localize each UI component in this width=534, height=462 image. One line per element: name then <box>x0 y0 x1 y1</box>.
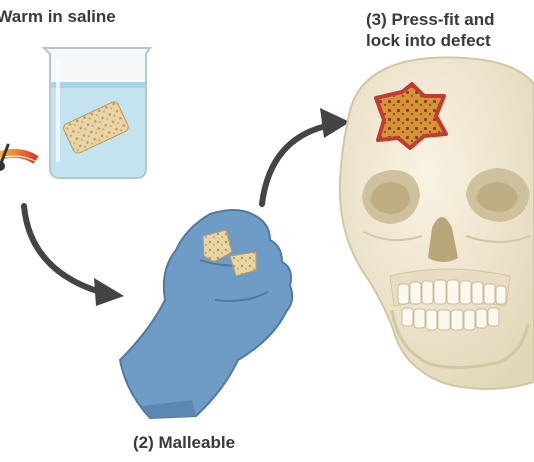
step3-label: (3) Press-fit and lock into defect <box>366 9 494 51</box>
heat-gauge-icon <box>0 143 41 171</box>
step3-label-line1: (3) Press-fit and <box>366 10 495 29</box>
step2-label: (2) Malleable <box>133 433 236 452</box>
malleable-scaffold <box>202 229 257 277</box>
step3-label-line2: lock into defect <box>366 31 491 50</box>
curved-arrow-1 <box>21 203 124 306</box>
step1-label: ) Warm in saline <box>0 7 116 26</box>
beaker-icon <box>41 47 152 179</box>
gloved-hand-icon <box>118 209 294 420</box>
curved-arrow-2 <box>259 108 350 207</box>
defect-implant-icon <box>374 82 448 150</box>
scaffold-in-saline <box>63 101 129 154</box>
